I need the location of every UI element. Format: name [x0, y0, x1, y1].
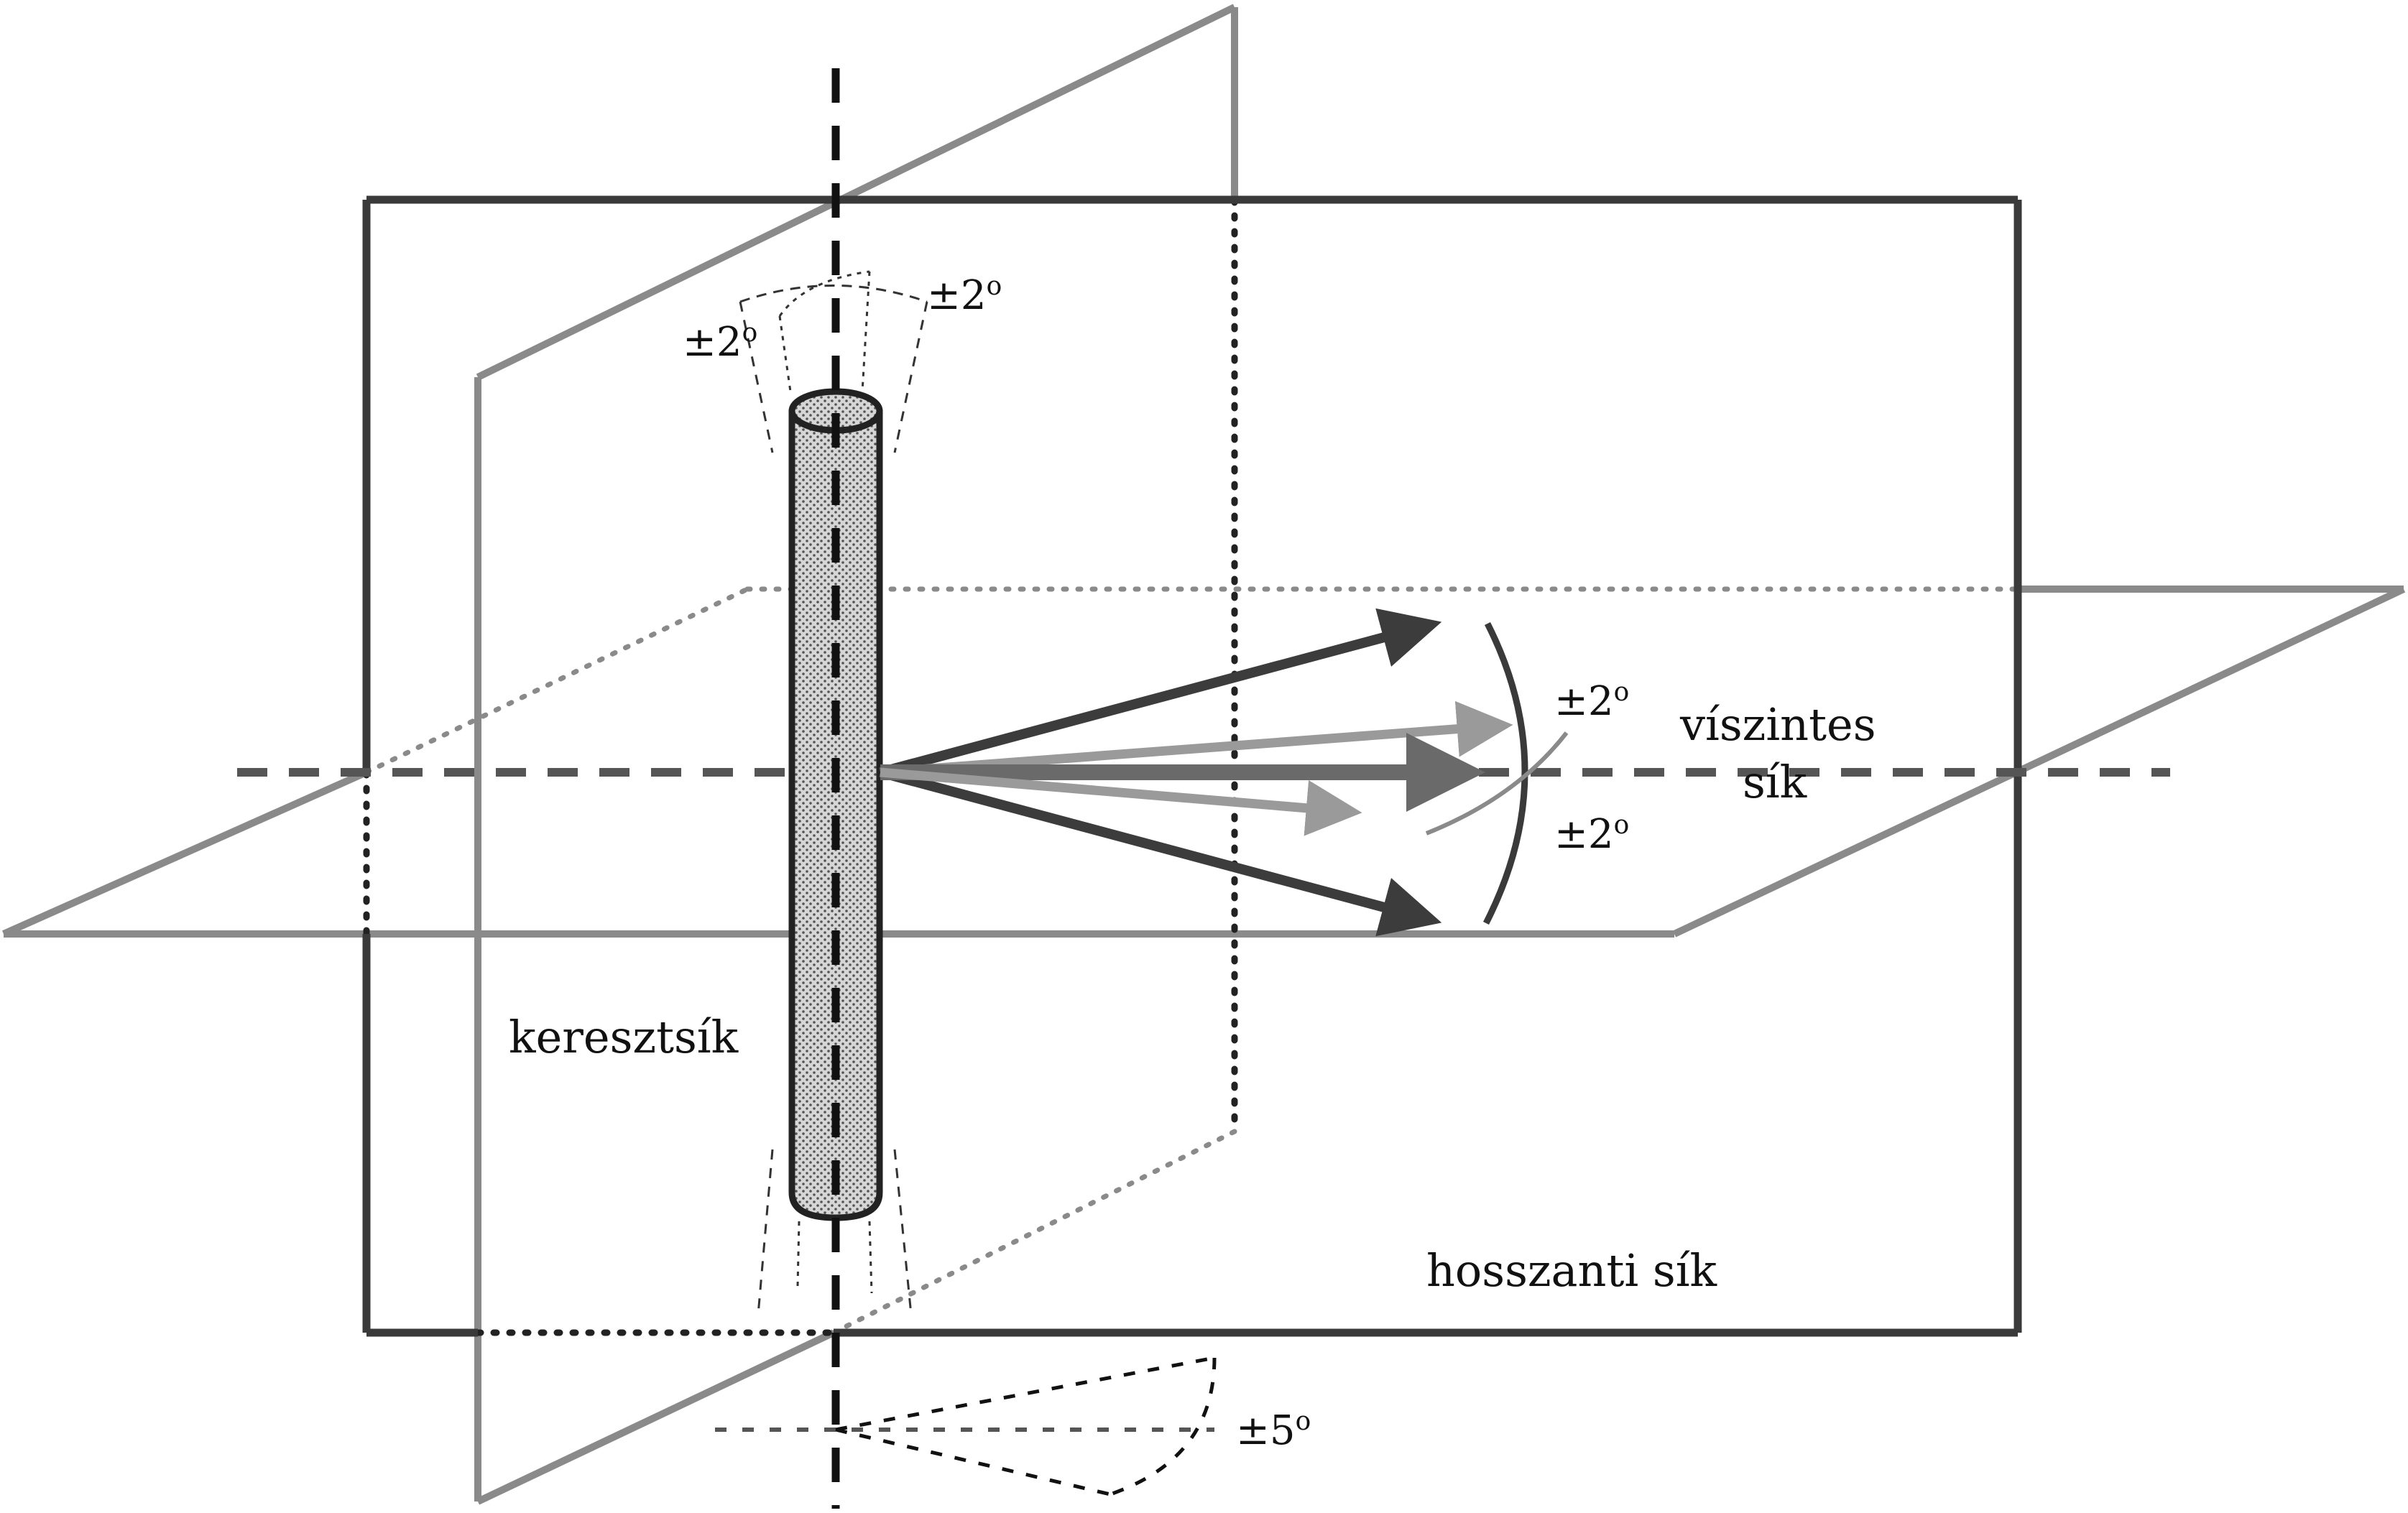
cone-top-inner-right [861, 271, 871, 392]
degree-symbol: o [987, 272, 1002, 301]
frontal-plane [362, 195, 2022, 1337]
rotation-arc [1110, 1357, 1217, 1496]
arrow-lower-tolerance [880, 767, 1362, 836]
rotation-tolerance-wedge [715, 1356, 1217, 1496]
rotation-upper-ray [835, 1356, 1215, 1432]
tolerance-value: ±2 [927, 272, 987, 319]
horizontal-tolerance-upper-label: ±2o [1554, 677, 1629, 725]
horizontal-plane-back-left-edge [364, 586, 750, 775]
horizontal-tolerance-lower-label: ±2o [1554, 810, 1629, 858]
degree-symbol: o [1614, 677, 1630, 707]
frontal-plane-label: keresztsík [509, 1011, 739, 1063]
horizontal-plane-right-edge [1672, 586, 2406, 938]
vertical-tolerance-right-label: ±2o [927, 272, 1002, 319]
horizontal-plane-left-edge [1, 769, 369, 938]
degree-symbol: o [1614, 810, 1630, 840]
arrow-upper-limit [879, 608, 1442, 777]
degree-symbol: o [742, 318, 758, 348]
cone-bottom-outer-left [757, 1149, 774, 1315]
cone-top-inner-arc [778, 270, 870, 317]
cone-bottom-outer-right [893, 1149, 913, 1315]
rotation-tolerance-label: ±5o [1236, 1407, 1311, 1454]
direction-arrows [879, 608, 1513, 937]
horizontal-plane-label-line1: víszintes [1679, 698, 1876, 751]
cone-bottom-inner-right [868, 1221, 873, 1294]
sagittal-plane-label: hosszanti sík [1426, 1244, 1717, 1297]
tolerance-value: ±5 [1236, 1407, 1296, 1454]
cylinder-pin [788, 388, 883, 1221]
sagittal-plane-top-edge [476, 4, 1237, 381]
horizontal-plane-label-line2: sík [1743, 756, 1807, 808]
sagittal-plane-bottom-edge-hidden [831, 1129, 1237, 1336]
tolerance-value: ±2 [683, 319, 742, 366]
tolerance-value: ±2 [1554, 678, 1614, 725]
cone-top-outer-right [893, 301, 928, 453]
rotation-lower-ray [835, 1428, 1111, 1496]
vertical-tolerance-cone [739, 270, 928, 1315]
sagittal-plane [474, 4, 1238, 1505]
degree-symbol: o [1296, 1407, 1311, 1436]
cone-bottom-inner-left [796, 1221, 801, 1287]
sagittal-plane-bottom-edge [476, 1329, 836, 1505]
horizontal-tolerance-arc [1425, 731, 1569, 836]
cone-top-inner-left [778, 315, 792, 392]
cone-top-outer-left [739, 301, 774, 453]
horizontal-limit-arc [1482, 621, 1528, 925]
arrow-lower-limit [879, 767, 1442, 937]
cone-top-outer-arc [739, 284, 928, 303]
vertical-tolerance-left-label: ±2o [683, 318, 757, 366]
tolerance-value: ±2 [1554, 811, 1614, 858]
